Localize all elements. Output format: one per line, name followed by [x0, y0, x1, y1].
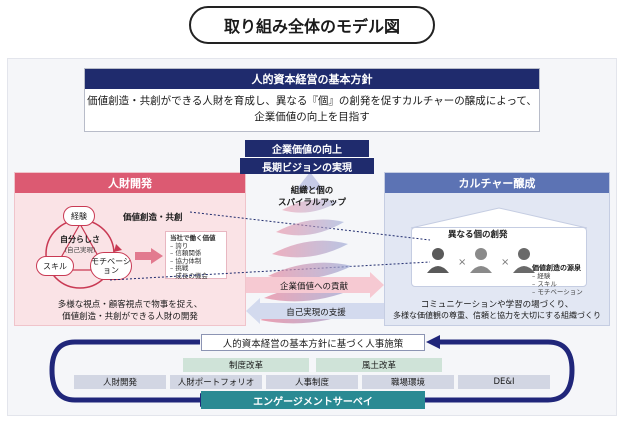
value-item: – 協力体制: [170, 256, 202, 265]
svg-text:×: ×: [501, 257, 509, 268]
person-icon: [470, 248, 492, 273]
spiral-label-2: スパイラルアップ: [277, 198, 346, 208]
values-arrow-icon: [135, 248, 163, 264]
support-label: 自己実現の支援: [286, 307, 346, 318]
node-motivation: モチベーション: [90, 252, 132, 280]
policy-heading: 人的資本経営の基本方針: [85, 69, 539, 89]
node-experience: 経験: [63, 206, 95, 226]
page-title: 取り組み全体のモデル図: [189, 6, 435, 44]
value-item: – 誇り: [170, 241, 189, 250]
engagement-survey: エンゲージメントサーベイ: [201, 391, 425, 409]
policy-text: 価値創造・共創ができる人財を育成し、異なる『個』の創発を促すカルチャーの醸成によ…: [85, 89, 539, 125]
source-title: 価値創造の源泉: [532, 264, 581, 272]
svg-text:×: ×: [458, 257, 466, 268]
arrow-head-icon: [426, 335, 440, 349]
up-arrow-icon: [296, 172, 324, 190]
measure-dei: DE&I: [458, 375, 550, 389]
source-item: – モチベーション: [532, 288, 583, 296]
spiral-label-1: 組織と個の: [290, 186, 334, 196]
workplace-values: 当社で働く価値 – 誇り – 信頼関係 – 協力体制 – 挑戦 – 成長の機会: [165, 231, 227, 279]
value-creation-label: 価値創造・共創: [123, 213, 183, 223]
measure-hr-development: 人財開発: [74, 375, 166, 389]
policy-line-1: 価値創造・共創ができる人財を育成し、異なる『個』の創発を促すカルチャーの醸成によ…: [87, 95, 537, 107]
hr-heading: 人財開発: [15, 173, 245, 193]
measure-hr-system: 人事制度: [266, 375, 358, 389]
value-item: – 信頼関係: [170, 249, 202, 257]
center-label: 自分らしさ: [60, 235, 100, 244]
measures-heading: 人的資本経営の基本方針に基づく人事施策: [201, 334, 425, 351]
emergence-label: 異なる個の創発: [448, 230, 508, 240]
value-source: 価値創造の源泉 – 経験 – スキル – モチベーション: [532, 264, 583, 296]
cycle-arrow-icon: [114, 244, 122, 252]
reform-culture: 風土改革: [316, 358, 442, 372]
culture-heading: カルチャー醸成: [385, 173, 609, 193]
culture-summary-2: 多様な価値観の尊重、信頼と協力を大切にする組織づくり: [392, 311, 602, 320]
node-skill: スキル: [36, 256, 74, 276]
values-title: 当社で働く価値: [170, 234, 216, 242]
person-icon: [427, 248, 449, 273]
source-item: – 経験: [532, 272, 551, 280]
contribution-label: 企業価値への貢献: [279, 281, 348, 292]
hr-development-panel: 人財開発: [14, 172, 246, 326]
reform-system: 制度改革: [183, 358, 309, 372]
hr-summary-1: 多様な視点・顧客視点で物事を捉え、: [57, 300, 203, 310]
person-icon: [513, 248, 535, 273]
value-item: – 挑戦: [170, 264, 189, 272]
policy-line-2: 企業価値の向上を目指す: [254, 111, 370, 123]
people-icons: × ×: [427, 248, 535, 273]
source-item: – スキル: [532, 280, 557, 288]
basic-policy: 人的資本経営の基本方針 価値創造・共創ができる人財を育成し、異なる『個』の創発を…: [84, 68, 540, 132]
hr-summary-2: 価値創造・共創ができる人財の開発: [62, 312, 198, 322]
culture-summary-1: コミュニケーションや学習の場づくり、: [420, 300, 574, 310]
goal-long-term-vision: 長期ビジョンの実現: [240, 157, 374, 174]
measure-workplace: 職場環境: [362, 375, 454, 389]
goal-enterprise-value: 企業価値の向上: [245, 140, 369, 157]
center-sublabel: (自己実現): [64, 246, 96, 254]
measure-hr-portfolio: 人財ポートフォリオ: [170, 375, 262, 389]
